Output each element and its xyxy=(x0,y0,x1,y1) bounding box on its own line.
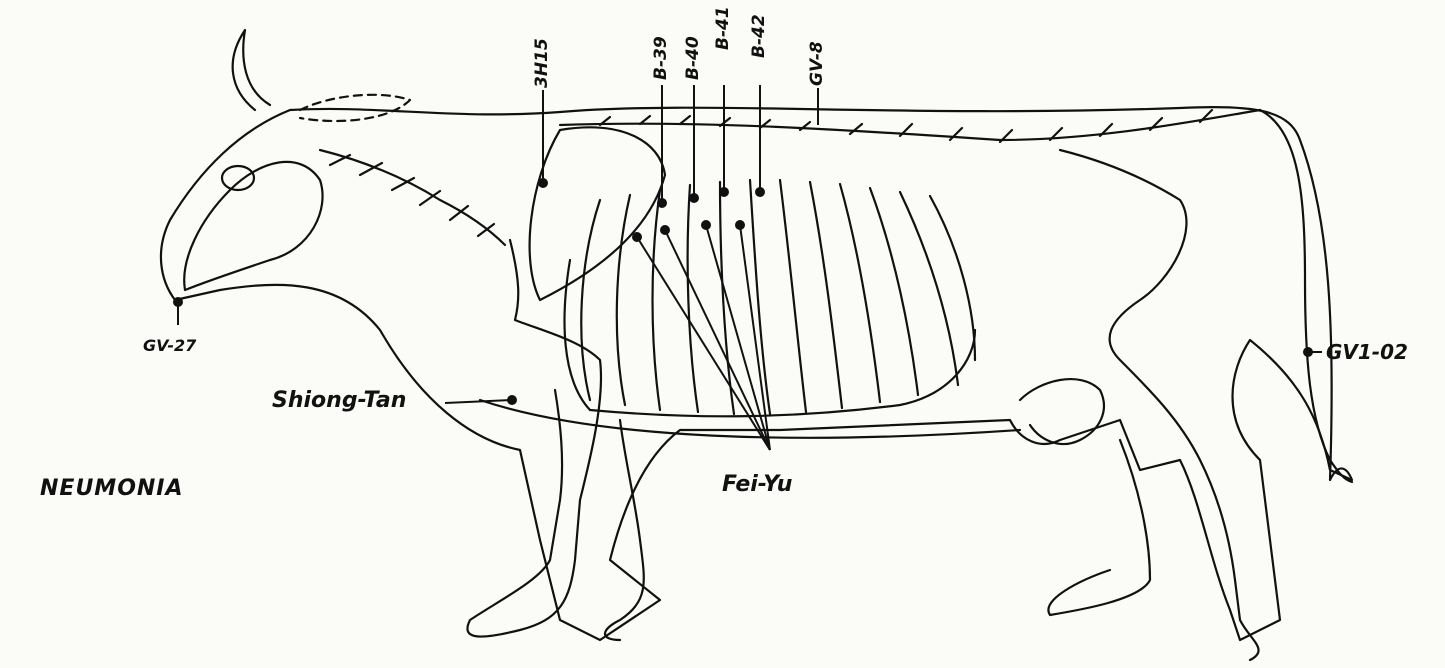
label-gv8: GV-8 xyxy=(807,41,827,86)
horn xyxy=(233,30,270,110)
label-3h15: 3H15 xyxy=(532,38,552,88)
body-outline xyxy=(161,107,1352,640)
label-gv27: GV-27 xyxy=(143,336,196,355)
label-shiong-tan: Shiong-Tan xyxy=(272,388,406,413)
label-neumonia: NEUMONIA xyxy=(40,476,184,501)
label-b39: B-39 xyxy=(651,36,671,80)
neck-vertebrae xyxy=(320,150,505,245)
scapula xyxy=(530,127,665,300)
label-b42: B-42 xyxy=(749,14,769,58)
hindleg xyxy=(1060,150,1259,660)
label-fei-yu: Fei-Yu xyxy=(722,472,792,497)
udder xyxy=(1020,379,1104,444)
tail xyxy=(1260,110,1352,482)
label-b41: B-41 xyxy=(713,6,733,50)
ear xyxy=(300,95,410,121)
label-b40: B-40 xyxy=(683,36,703,80)
label-gv102: GV1-02 xyxy=(1326,340,1408,364)
ribs xyxy=(565,180,975,416)
